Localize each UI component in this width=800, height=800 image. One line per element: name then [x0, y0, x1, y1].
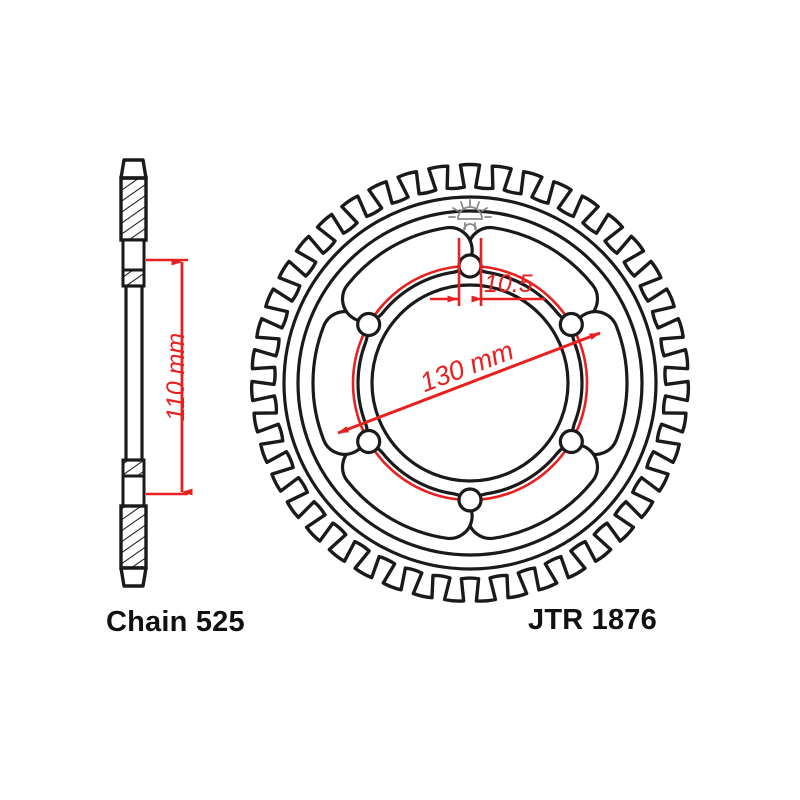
side-web-body — [124, 284, 144, 462]
side-step-hatch-bottom — [121, 458, 146, 478]
bolt-hole — [356, 311, 382, 338]
side-section-hatch-bottom — [119, 504, 148, 570]
side-band-top — [121, 238, 146, 272]
lightening-slot — [466, 443, 600, 541]
side-band-bottom — [121, 474, 146, 508]
side-profile-view — [119, 158, 148, 588]
lightening-slot — [340, 225, 474, 323]
sunburst-stamp-icon — [448, 199, 492, 231]
dimension-110mm-label: 110 mm — [162, 333, 190, 421]
chain-size-label: Chain 525 — [106, 606, 245, 638]
dimension-10-5: 10.5 — [430, 238, 545, 306]
side-step-hatch-top — [121, 268, 146, 288]
bolt-hole — [356, 428, 382, 455]
bolt-hole — [558, 311, 584, 338]
side-tooth-tip-bottom — [119, 566, 148, 588]
bolt-hole — [457, 487, 483, 513]
bolt-hole — [558, 428, 584, 455]
side-tooth-tip-top — [119, 158, 148, 180]
rim-outer-circle — [282, 195, 658, 571]
part-number-label: JTR 1876 — [528, 604, 657, 636]
dim-line-130 — [337, 331, 601, 435]
side-section-hatch-top — [119, 176, 148, 242]
dimension-110mm: 110 mm — [146, 258, 193, 496]
rim-inner-circle — [296, 209, 644, 557]
lightening-slot — [340, 443, 474, 541]
bolt-hole — [457, 253, 483, 279]
dimension-10-5-label: 10.5 — [484, 270, 533, 298]
